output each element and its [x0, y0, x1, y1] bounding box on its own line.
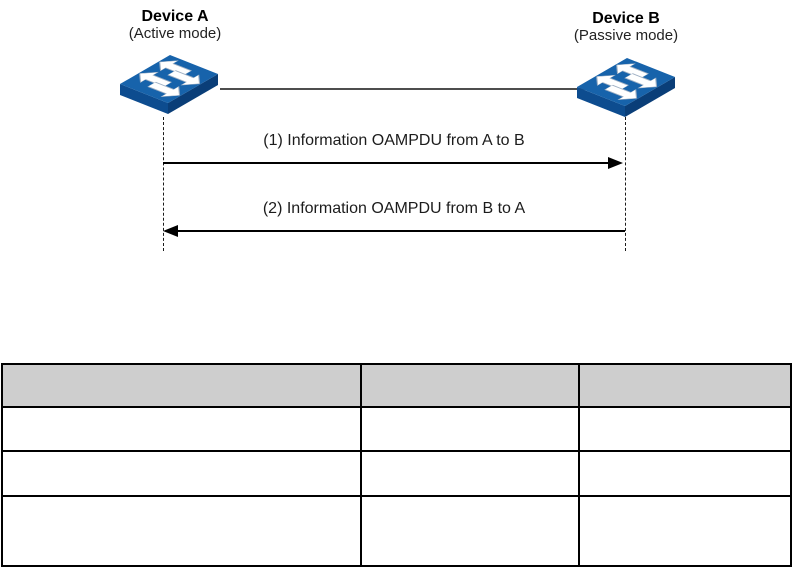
message-2-label: (2) Information OAMPDU from B to A [262, 200, 526, 217]
table-header-cell [578, 363, 792, 408]
table-row [1, 406, 792, 452]
table-header-cell [1, 363, 362, 408]
message-1-label: (1) Information OAMPDU from A to B [263, 132, 525, 149]
device-b-name: Device B [592, 10, 660, 27]
table-row [1, 450, 792, 497]
table-cell [1, 406, 362, 452]
message-2-arrow [178, 230, 625, 232]
table-cell [578, 450, 792, 497]
device-a-mode: (Active mode) [128, 24, 222, 42]
switch-icon [577, 58, 675, 117]
message-1-arrowhead-icon [608, 157, 623, 169]
device-a-label: Device A (Active mode) [95, 8, 255, 43]
table-header-cell [360, 363, 580, 408]
message-2-arrowhead-icon [163, 225, 178, 237]
device-b-label: Device B (Passive mode) [546, 10, 706, 45]
table-cell [1, 495, 362, 567]
link-line [220, 88, 586, 90]
device-b-mode: (Passive mode) [573, 26, 679, 44]
table [1, 363, 792, 567]
table-cell [578, 495, 792, 567]
table-cell [578, 406, 792, 452]
device-a-lifeline [163, 117, 164, 251]
device-b-lifeline [625, 117, 626, 251]
switch-icon [120, 55, 218, 114]
device-a-name: Device A [141, 8, 209, 25]
table-cell [360, 450, 580, 497]
table-row [1, 495, 792, 567]
table-cell [1, 450, 362, 497]
message-1-arrow [163, 162, 610, 164]
table-cell [360, 495, 580, 567]
table-cell [360, 406, 580, 452]
table-header-row [1, 363, 792, 408]
